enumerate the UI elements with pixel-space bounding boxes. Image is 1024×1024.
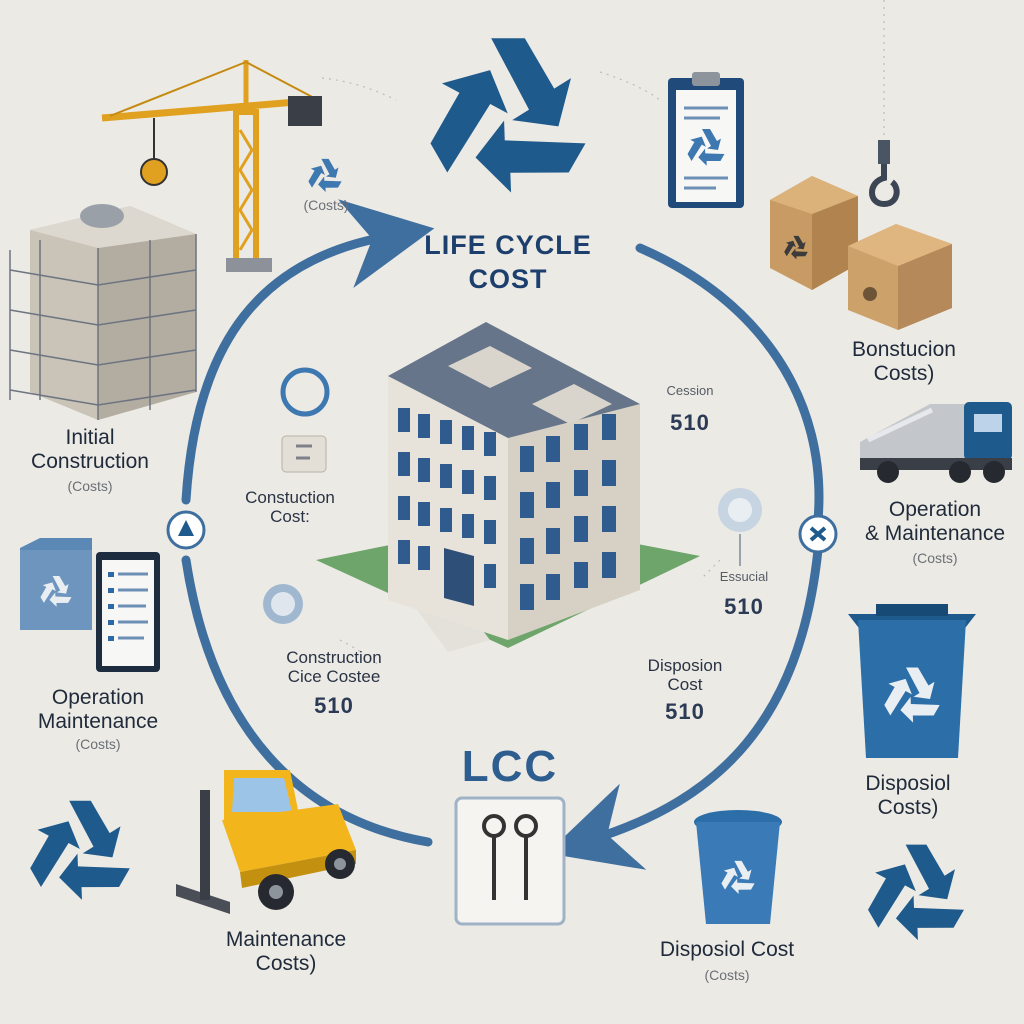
blue-bin-icon — [848, 604, 976, 758]
initial-sub: (Costs) — [67, 478, 113, 495]
disposal-line-2: Costs) — [877, 795, 939, 819]
arc-badge-right — [798, 514, 838, 554]
recycle-icon-bottom-left — [15, 800, 130, 913]
construction-cice-value: 510 — [314, 693, 354, 719]
maintenance-line-2: Costs) — [255, 951, 317, 975]
label-disposal-cost-bottom: Disposiol Cost (Costs) — [612, 938, 842, 983]
mid-right-label: Essucial — [719, 569, 769, 584]
top-right-label: Cession — [666, 383, 714, 398]
mid-right-value: 510 — [724, 593, 764, 619]
maintenance-line-1: Maintenance — [225, 928, 347, 951]
disposion-value: 510 — [665, 699, 705, 725]
construction-cost-line-1: Constuction — [245, 488, 335, 507]
arc-top-right — [635, 243, 824, 525]
construction-right-line-1: Bonstucion — [852, 338, 956, 361]
construction-cice-line-1: Construction — [286, 648, 382, 667]
label-initial-construction: Initial Construction (Costs) — [2, 426, 178, 495]
page-title: LIFE CYCLE COST — [404, 230, 612, 294]
lcc-label: LCC — [461, 742, 559, 791]
truck-icon — [860, 402, 1012, 483]
tools-icon — [454, 796, 566, 926]
note-icon — [281, 435, 327, 473]
forklift-icon — [176, 770, 356, 914]
operation-left-line-2: Maintenance — [37, 709, 159, 733]
operation-right-line-2: & Maintenance — [864, 521, 1006, 545]
recycle-icon — [407, 38, 586, 213]
clipboard-icon — [668, 72, 744, 208]
initial-line-1: Initial — [65, 426, 115, 449]
disposal-cost-sub: (Costs) — [704, 966, 750, 983]
label-mid-right-inner: Essucial 510 — [704, 569, 784, 619]
top-left-sub: (Costs) — [303, 197, 349, 213]
construction-cice-line-2: Cice Costee — [287, 667, 381, 687]
operation-left-sub: (Costs) — [75, 736, 121, 753]
recycle-icon-bottom-right — [853, 844, 964, 953]
bin-with-checklist-icon — [20, 538, 160, 672]
small-recycle-icon — [303, 158, 342, 197]
arc-badge-left — [166, 510, 206, 550]
dotted-guides — [321, 0, 885, 667]
label-disposion-cost: Disposion Cost 510 — [620, 656, 750, 725]
hook-icon — [869, 140, 900, 208]
building-icon — [316, 322, 700, 652]
label-construction-cice: Construction Cice Costee 510 — [256, 648, 412, 719]
small-bin-icon — [694, 810, 782, 924]
arc-left — [181, 555, 433, 847]
label-maintenance-costs: Maintenance Costs) — [196, 928, 376, 975]
label-operation-maintenance-right: Operation & Maintenance (Costs) — [846, 498, 1024, 567]
initial-line-2: Construction — [31, 449, 149, 473]
ring-icon — [280, 367, 330, 417]
hand-cash-icon — [718, 488, 762, 566]
label-construction-cost-inner: Constuction Cost: — [220, 488, 360, 526]
arc-top-left — [181, 199, 435, 505]
top-right-value: 510 — [670, 409, 710, 435]
hand-badge-icon — [263, 584, 303, 624]
label-top-right-inner: Cession 510 — [650, 383, 730, 435]
crane-icon — [101, 60, 322, 272]
disposion-line-2: Cost — [667, 675, 703, 695]
construction-cost-line-2: Cost: — [270, 507, 310, 527]
title-line-1: LIFE CYCLE — [424, 230, 592, 260]
boxes-icon — [770, 176, 952, 330]
construction-right-line-2: Costs) — [873, 361, 935, 385]
title-line-2: COST — [468, 264, 548, 295]
cycle-arrows — [181, 199, 824, 870]
label-disposal-costs: Disposiol Costs) — [818, 772, 998, 819]
scaffold-building-icon — [9, 204, 197, 420]
disposion-line-1: Disposion — [647, 656, 723, 675]
operation-right-sub: (Costs) — [912, 550, 958, 567]
arc-right — [546, 545, 823, 870]
label-operation-maintenance-left: Operation Maintenance (Costs) — [8, 686, 188, 753]
operation-right-line-1: Operation — [888, 498, 982, 521]
operation-left-line-1: Operation — [51, 686, 145, 709]
disposal-line-1: Disposiol — [865, 772, 951, 795]
disposal-cost-line-1: Disposiol Cost — [659, 938, 795, 961]
label-construction-costs-right: Bonstucion Costs) — [814, 338, 994, 385]
